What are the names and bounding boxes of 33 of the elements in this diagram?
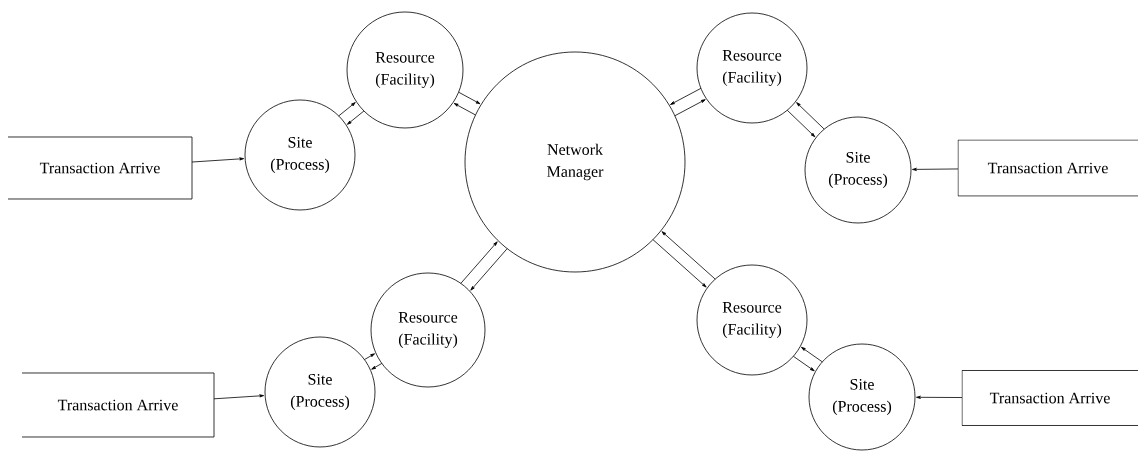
- arrow: [338, 102, 356, 117]
- circle-node: Resource (Facility): [696, 12, 808, 124]
- arrow: [470, 248, 508, 291]
- arrow: [801, 346, 823, 363]
- arrow: [364, 353, 375, 360]
- open-box: Transaction Arrive: [7, 136, 193, 200]
- arrow: [670, 87, 702, 105]
- circle-node: Site (Process): [244, 99, 356, 211]
- circle-node: Resource (Facility): [370, 272, 486, 388]
- open-box: Transaction Arrive: [957, 139, 1139, 197]
- arrow: [460, 241, 498, 284]
- arrow: [213, 394, 265, 400]
- arrow: [661, 231, 716, 280]
- arrow: [796, 102, 825, 130]
- arrow: [453, 103, 476, 116]
- circle-node: Site (Process): [264, 336, 376, 448]
- open-box: Transaction Arrive: [21, 372, 215, 438]
- arrow: [912, 167, 959, 171]
- arrow: [371, 363, 383, 370]
- arrow: [674, 99, 706, 117]
- circle-node: Site (Process): [808, 343, 916, 451]
- open-box: Transaction Arrive: [961, 370, 1139, 426]
- circle-node: Resource (Facility): [696, 264, 808, 376]
- arrow: [786, 109, 816, 138]
- arrow: [191, 157, 245, 163]
- arrow: [792, 355, 815, 372]
- arrow: [916, 395, 963, 399]
- circle-node: Network Manager: [464, 51, 686, 273]
- arrow: [652, 239, 707, 288]
- circle-node: Resource (Facility): [346, 11, 464, 129]
- circle-node: Site (Process): [804, 116, 912, 224]
- arrow: [347, 110, 365, 125]
- arrow: [458, 91, 481, 105]
